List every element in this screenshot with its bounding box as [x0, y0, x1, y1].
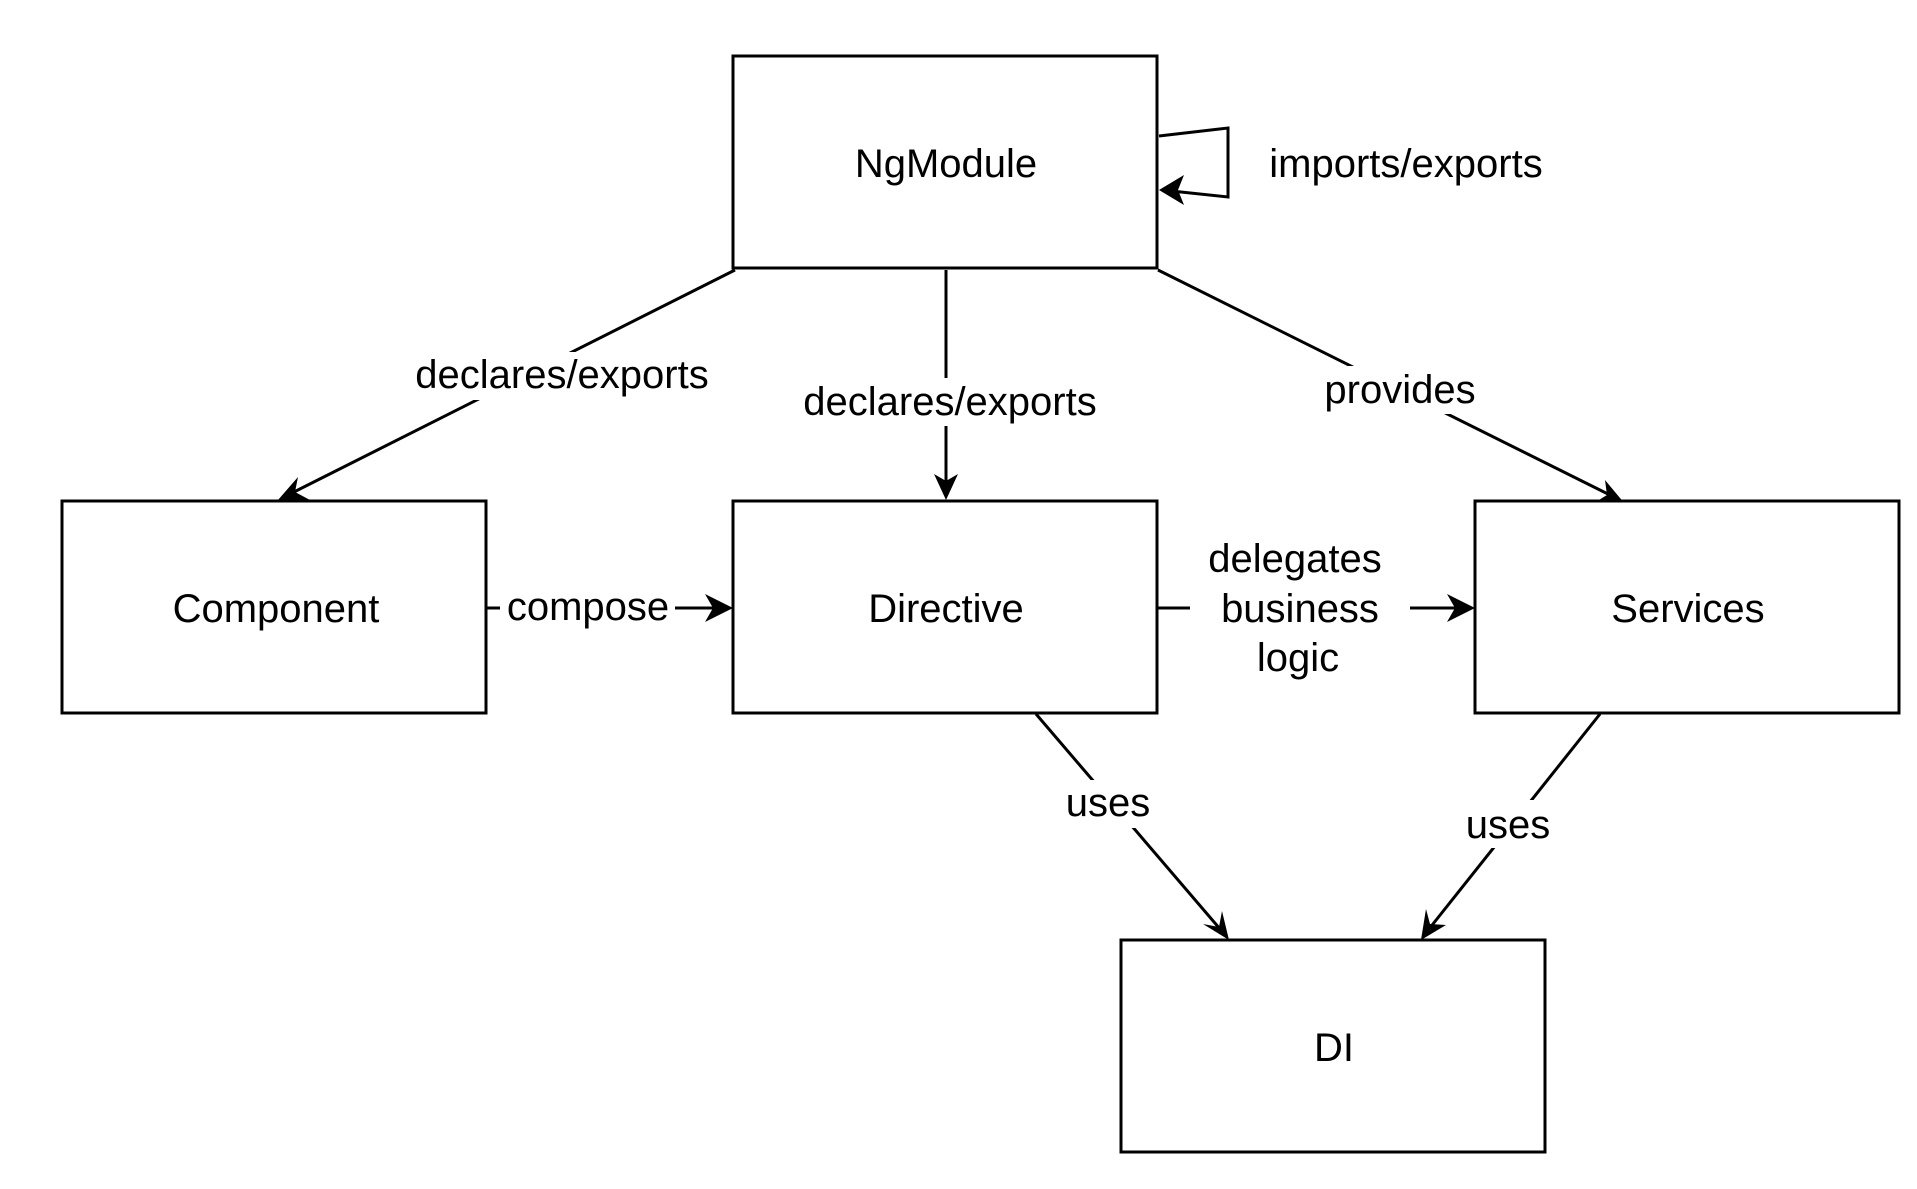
edge-compose: compose: [487, 584, 733, 632]
label-background: [1060, 780, 1160, 828]
node-services: Services: [1473, 499, 1901, 715]
arrowhead: [1159, 175, 1184, 205]
arrowhead: [1594, 480, 1625, 504]
node-box: [1119, 938, 1547, 1154]
edge-label-delegates-line-3: logic: [1257, 636, 1339, 680]
edge-label-directive-uses: uses: [1066, 781, 1151, 825]
arrowhead: [1421, 909, 1446, 940]
edge-label-declares-exports-left: declares/exports: [415, 353, 708, 397]
edge-declares-exports-component: declares/exports: [278, 268, 736, 500]
edge-services-uses: uses: [1421, 713, 1602, 940]
edge-label-delegates-line-2: business: [1221, 587, 1379, 631]
node-label-services: Services: [1611, 587, 1764, 631]
node-component: Component: [60, 499, 488, 715]
edge-delegates-business-logic: delegates business logic: [1158, 535, 1475, 685]
label-background: [500, 584, 675, 632]
arrowhead: [278, 477, 310, 500]
node-directive: Directive: [731, 499, 1159, 715]
edge-label-provides: provides: [1324, 368, 1475, 412]
node-box: [731, 54, 1159, 270]
label-background: [1190, 535, 1410, 685]
edge-label-compose: compose: [507, 585, 669, 629]
node-box: [60, 499, 488, 715]
edge-label-services-uses: uses: [1466, 803, 1551, 847]
node-label-component: Component: [173, 587, 380, 631]
node-ngmodule: NgModule: [731, 54, 1159, 270]
edge-label-delegates-line-1: delegates: [1208, 537, 1381, 581]
edge-declares-exports-directive: declares/exports: [790, 270, 1102, 500]
node-label-ngmodule: NgModule: [855, 142, 1037, 186]
label-background: [790, 378, 1102, 426]
label-background: [1314, 366, 1490, 414]
self-loop-line: [1158, 126, 1230, 199]
label-background: [405, 352, 717, 400]
label-background: [1460, 800, 1552, 848]
node-box: [731, 499, 1159, 715]
edge-label-imports-exports: imports/exports: [1269, 142, 1542, 186]
arrowhead: [1447, 594, 1475, 622]
edge-provides: provides: [1157, 268, 1625, 504]
arrowhead: [705, 594, 733, 622]
node-label-directive: Directive: [868, 587, 1024, 631]
edge-imports-exports: imports/exports: [1158, 126, 1543, 205]
node-di: DI: [1119, 938, 1547, 1154]
edge-directive-uses: uses: [1034, 713, 1229, 940]
node-label-di: DI: [1314, 1026, 1354, 1070]
edge-label-declares-exports-center: declares/exports: [803, 380, 1096, 424]
node-box: [1473, 499, 1901, 715]
arrowhead: [1203, 911, 1229, 940]
arrowhead: [934, 474, 958, 500]
